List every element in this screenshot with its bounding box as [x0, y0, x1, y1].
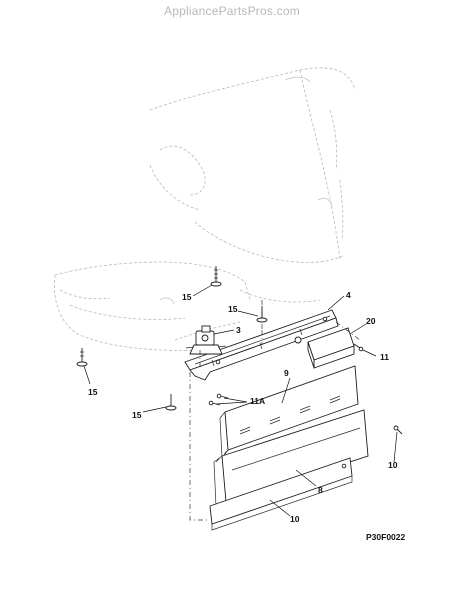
kick-plate	[209, 457, 353, 531]
callout-labels: 15 15 4 20 3 11 15 9 11A 15 10 8 10	[88, 290, 398, 524]
screw-11a-pair	[208, 393, 229, 406]
figure-code: P30F0022	[366, 532, 405, 542]
callout-15-lower: 15	[132, 410, 142, 420]
screw-15-mid	[256, 306, 268, 323]
screw-15-lower	[165, 394, 177, 411]
callout-15-left: 15	[88, 387, 98, 397]
callout-9: 9	[284, 368, 289, 378]
part-3-valve	[185, 325, 227, 355]
screw-10-right	[393, 425, 403, 435]
screw-11	[353, 343, 364, 352]
screw-15-left	[76, 348, 88, 367]
part-8-front-panel	[213, 409, 369, 507]
callout-8: 8	[318, 485, 323, 495]
watermark-text: AppliancePartsPros.com	[164, 4, 300, 18]
callout-4: 4	[346, 290, 351, 300]
leader-lines	[83, 284, 398, 517]
callout-20: 20	[366, 316, 376, 326]
callout-10-bottom: 10	[290, 514, 300, 524]
part-9-slotted-panel	[219, 365, 359, 459]
screw-15-top	[210, 266, 222, 287]
callout-11: 11	[380, 352, 389, 362]
part-20-module	[307, 327, 355, 369]
callout-11a: 11A	[250, 396, 265, 406]
callout-15-top: 15	[182, 292, 192, 302]
part-4-bracket	[184, 309, 339, 381]
tub-outline-ghost	[54, 67, 356, 351]
callout-15-mid: 15	[228, 304, 238, 314]
callout-3: 3	[236, 325, 241, 335]
callout-10-right: 10	[388, 460, 398, 470]
